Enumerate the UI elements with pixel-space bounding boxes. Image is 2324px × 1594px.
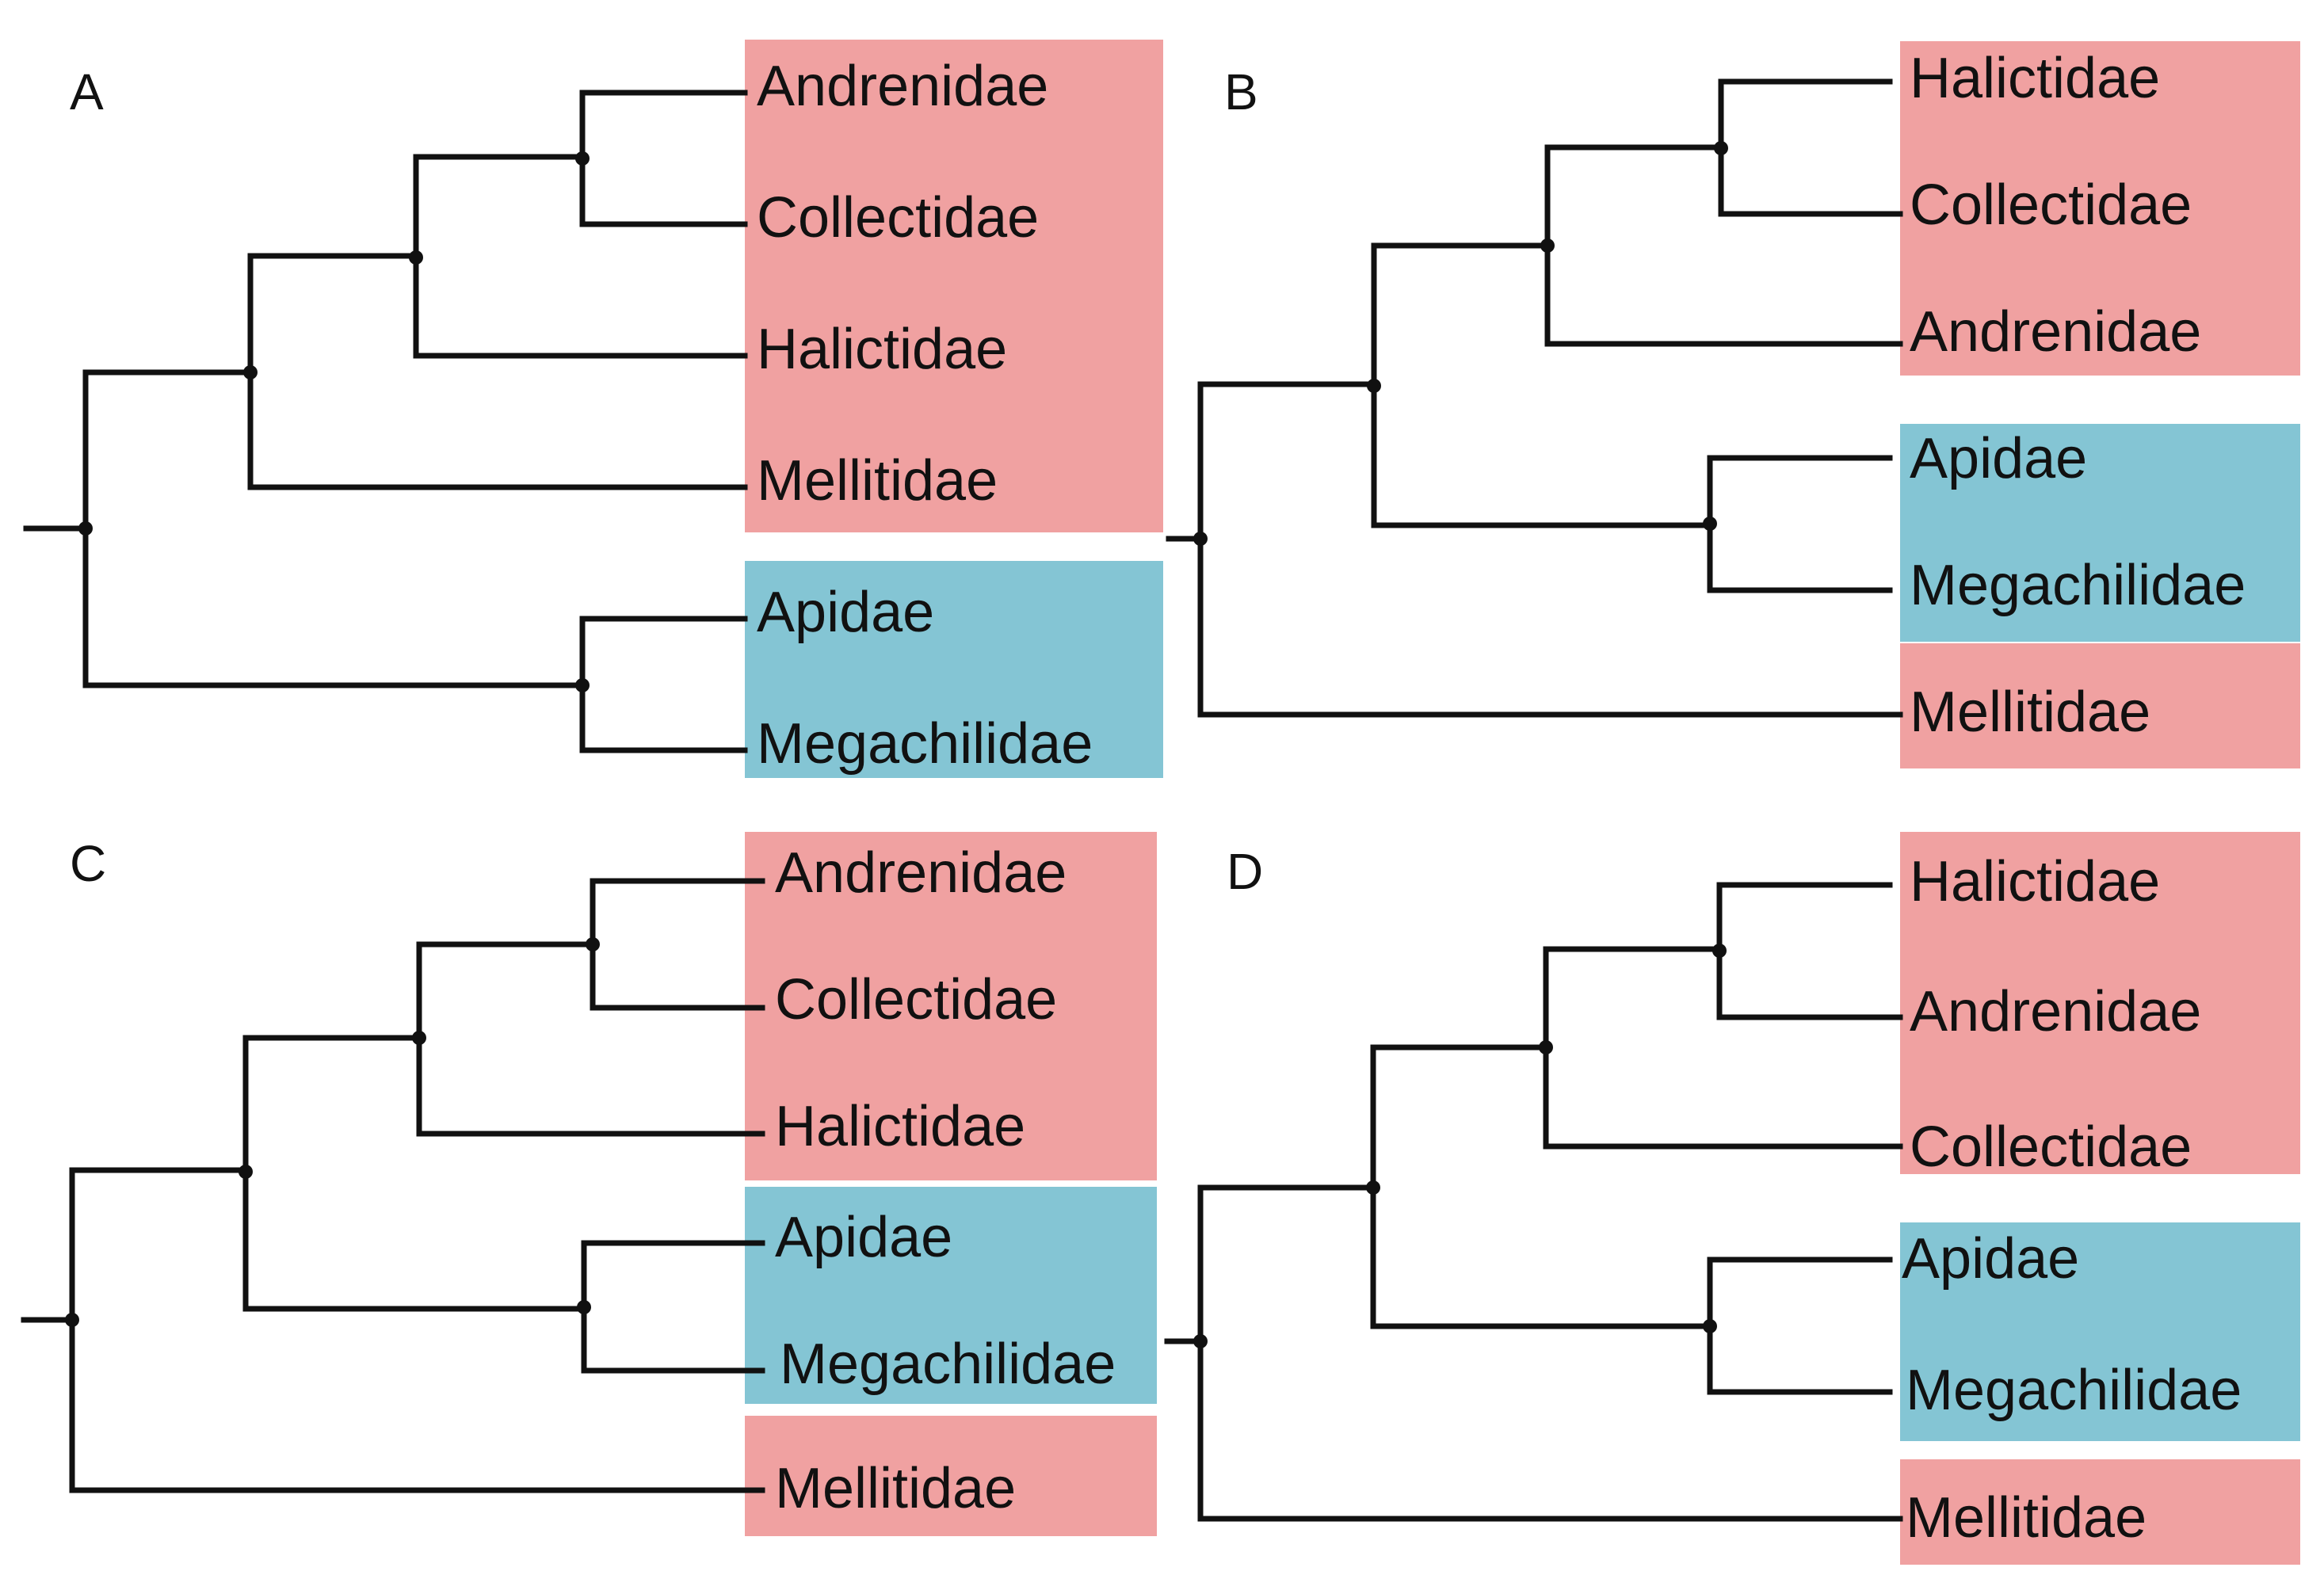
panel-d-tip-label: Halictidae <box>1910 850 2160 913</box>
panel-c-tip-label: Megachilidae <box>780 1333 1116 1396</box>
panel-b-node <box>1703 517 1717 531</box>
panel-a: A Andrenidae Collectidae Halictidae Mell… <box>23 40 1163 778</box>
panel-a-tip-label: Mellitidae <box>757 449 998 513</box>
panel-c-tip-label: Apidae <box>775 1206 952 1269</box>
panel-c-tip-label: Mellitidae <box>775 1457 1016 1520</box>
panel-b-node <box>1193 532 1208 546</box>
panel-d-node <box>1712 944 1727 958</box>
panel-d-tip-label: Collectidae <box>1910 1115 2192 1179</box>
panel-d-blue-box <box>1900 1222 2300 1441</box>
panel-d-node <box>1366 1180 1380 1195</box>
panel-b-tip-label: Collectidae <box>1910 174 2192 237</box>
panel-d-node <box>1703 1319 1717 1333</box>
panel-a-node <box>243 365 258 379</box>
panel-b-letter: B <box>1224 63 1258 120</box>
panel-d: D Halictidae Andrenidae Collectidae Apid… <box>1164 832 2300 1565</box>
panel-d-pink-box <box>1900 1459 2300 1565</box>
panel-d-branches <box>1164 882 1903 1522</box>
panel-c-node <box>412 1031 426 1045</box>
panel-c-tip-label: Halictidae <box>775 1095 1025 1158</box>
panel-b-tip-label: Halictidae <box>1910 47 2160 110</box>
panel-c-letter: C <box>70 835 106 892</box>
panel-b-node <box>1714 141 1728 155</box>
panel-b-pink-box <box>1900 643 2300 768</box>
panel-a-branches <box>23 90 748 753</box>
panel-d-node <box>1539 1040 1553 1054</box>
panel-b-tip-label: Andrenidae <box>1910 300 2201 364</box>
panel-c: C Andrenidae Collectidae Halictidae Apid… <box>21 832 1157 1536</box>
panel-c-blue-box <box>745 1187 1157 1404</box>
panel-a-tip-label: Apidae <box>757 581 934 644</box>
panel-a-node <box>575 151 590 166</box>
panel-c-node <box>577 1300 591 1314</box>
panel-a-blue-box <box>745 561 1163 778</box>
panel-d-tip-label: Apidae <box>1902 1227 2079 1291</box>
panel-b-tip-label: Apidae <box>1910 427 2087 490</box>
panel-a-tip-label: Megachilidae <box>757 712 1093 776</box>
panel-a-tip-label: Collectidae <box>757 186 1039 250</box>
panel-b-tip-label: Megachilidae <box>1910 554 2246 617</box>
panel-a-tip-label: Andrenidae <box>757 55 1048 118</box>
panel-b-tip-label: Mellitidae <box>1910 681 2150 744</box>
panel-b-blue-box <box>1900 424 2300 642</box>
panel-d-letter: D <box>1227 843 1263 900</box>
panel-b-node <box>1540 238 1555 253</box>
panel-c-tip-label: Andrenidae <box>775 841 1067 905</box>
panel-a-node <box>575 678 590 692</box>
panel-c-node <box>239 1165 253 1179</box>
panel-c-pink-box <box>745 832 1157 1180</box>
panel-c-pink-box <box>745 1416 1157 1536</box>
panel-a-pink-box <box>745 40 1163 532</box>
panel-b-pink-box <box>1900 41 2300 376</box>
panel-d-tip-label: Megachilidae <box>1906 1359 2242 1422</box>
panel-c-node <box>65 1313 79 1327</box>
panel-c-branches <box>21 878 765 1493</box>
panel-d-tip-label: Andrenidae <box>1910 980 2201 1043</box>
panel-d-tip-label: Mellitidae <box>1906 1486 2147 1550</box>
panel-a-node <box>409 250 423 265</box>
panel-d-node <box>1193 1334 1208 1348</box>
panel-a-tip-label: Halictidae <box>757 318 1007 381</box>
panel-d-pink-box <box>1900 832 2300 1174</box>
panel-a-node <box>78 521 93 536</box>
panel-b: B Halictidae Collectidae Andrenidae Apid… <box>1166 41 2300 768</box>
panel-a-letter: A <box>70 63 104 120</box>
panel-b-branches <box>1166 78 1903 718</box>
panel-c-tip-label: Collectidae <box>775 968 1057 1032</box>
panel-c-node <box>586 937 600 951</box>
panel-b-node <box>1367 379 1381 393</box>
